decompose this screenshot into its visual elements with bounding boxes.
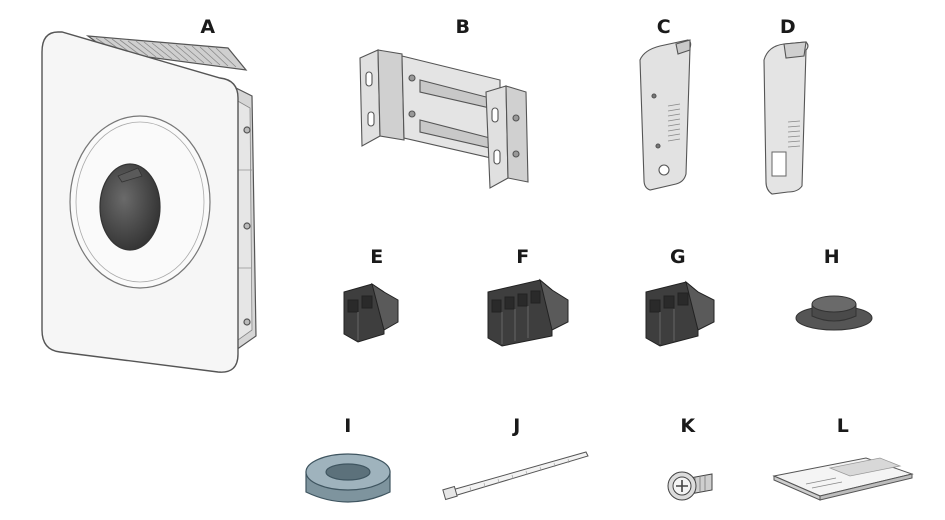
inverter-icon	[41, 31, 257, 373]
ferrite-core-icon	[305, 453, 391, 503]
part-label-b: B	[455, 16, 471, 38]
part-label-l: L	[836, 415, 850, 437]
wall-bracket-icon	[359, 49, 529, 189]
part-label-g: G	[669, 246, 687, 268]
part-label-i: I	[344, 415, 352, 437]
part-label-a: A	[200, 16, 216, 38]
part-label-e: E	[370, 246, 384, 268]
side-cover-left-icon	[639, 39, 692, 191]
side-cover-right-icon	[763, 41, 809, 195]
part-label-c: C	[656, 16, 672, 38]
screw-icon	[667, 471, 713, 501]
part-label-h: H	[823, 246, 841, 268]
documentation-icon	[772, 457, 914, 501]
cable-tie-icon	[442, 451, 589, 501]
terminal-block-4pole-icon	[487, 278, 569, 347]
sealing-plug-icon	[795, 295, 873, 331]
terminal-block-2pole-icon	[343, 282, 399, 343]
part-label-d: D	[779, 16, 797, 38]
terminal-block-3pole-icon	[645, 280, 715, 347]
part-label-f: F	[516, 246, 530, 268]
part-label-j: J	[513, 415, 521, 437]
part-label-k: K	[680, 415, 696, 437]
